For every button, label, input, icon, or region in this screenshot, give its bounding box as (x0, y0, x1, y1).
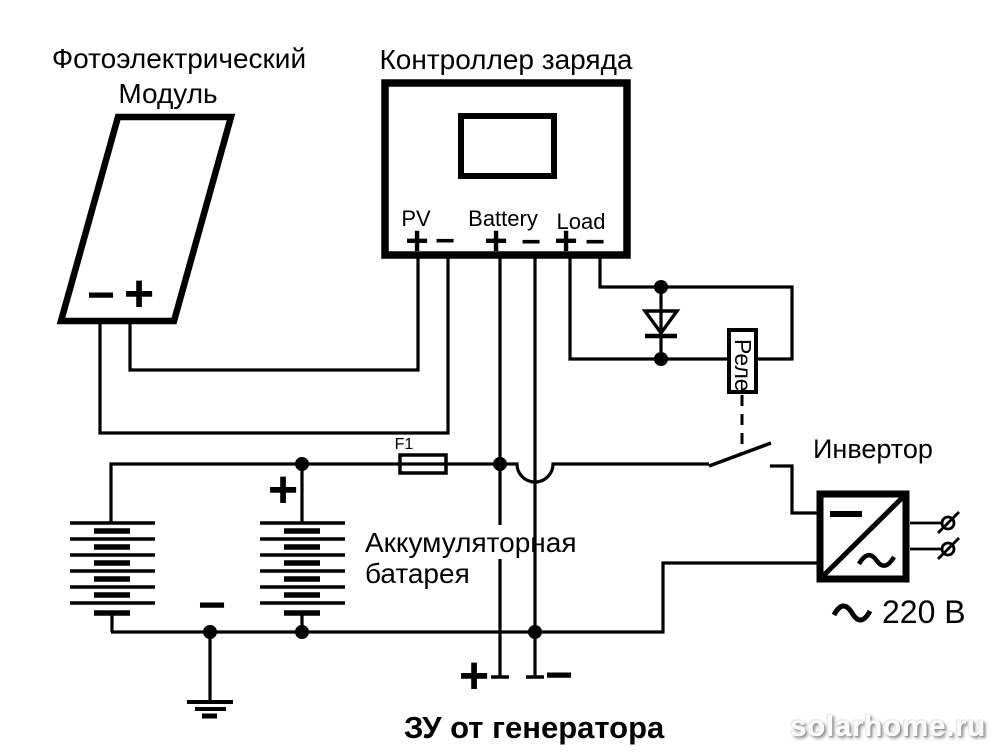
pv-module-outline (56, 113, 236, 325)
inverter-voltage-label: 220 В (882, 594, 966, 630)
fuse-label: F1 (395, 436, 414, 453)
controller-display (458, 113, 557, 179)
wire-inverter-outputs (910, 521, 941, 551)
fuse: F1 (395, 436, 448, 475)
fuse-body (398, 453, 448, 475)
controller-title: Контроллер заряда (379, 44, 632, 75)
pv-module-plus-sign: + (124, 265, 154, 323)
wire-pv-plus (128, 256, 420, 372)
ac-terminal-icon (940, 541, 956, 557)
wire-switch-contact (770, 464, 817, 515)
inverter-label: Инвертор (813, 434, 933, 464)
ac-terminal-slash (937, 511, 960, 534)
battery-bank-plus-sign: + (268, 461, 298, 519)
diode-icon (641, 309, 681, 339)
relay-box (727, 328, 758, 394)
load-minus-terminal: − (585, 223, 605, 261)
inverter-diagonal (821, 495, 905, 578)
wire-pv-minus (98, 256, 450, 435)
pv-plus-terminal: + (405, 219, 428, 263)
charge-controller: Контроллер заряда PV Battery Load + − + … (379, 44, 632, 263)
relay: Реле (727, 328, 758, 394)
battery-plus-terminal: + (484, 219, 507, 263)
diode-triangle (641, 309, 681, 336)
junction-dots (203, 280, 668, 639)
wire-negative-bus (110, 561, 817, 634)
junction-dot (295, 625, 309, 639)
charger-plus-sign: + (459, 647, 489, 705)
wire-load-minus (598, 256, 794, 361)
ac-terminal-slash (937, 537, 960, 560)
controller-pv-label: PV (401, 206, 431, 231)
battery-minus-terminal: − (521, 223, 541, 261)
inverter: Инвертор 220 В (813, 434, 966, 630)
ground-icon (187, 700, 233, 719)
pv-module-title-line1: Фотоэлектрический (52, 43, 306, 74)
relay-switch (708, 395, 772, 468)
switch-blade (708, 441, 772, 468)
battery-right-long-plates (260, 521, 345, 605)
controller-load-label: Load (557, 209, 606, 234)
pv-module-title-line2: Модуль (118, 78, 217, 109)
controller-box (381, 79, 631, 259)
junction-dot (654, 280, 668, 294)
pv-module-minus-sign: − (87, 269, 115, 322)
controller-terminal-signs: + − + − + − (405, 219, 605, 263)
relay-label: Реле (730, 339, 756, 392)
label-backplate (363, 525, 528, 559)
controller-battery-label: Battery (468, 206, 538, 231)
wire-load-plus (568, 256, 727, 361)
ac-tilde-icon (831, 603, 873, 623)
junction-dot (493, 457, 507, 471)
watermark: solarhome.ru (789, 710, 986, 743)
junction-dot (654, 352, 668, 366)
battery-bank: + − Аккумуляторная батарея (70, 461, 576, 632)
wires (98, 256, 941, 701)
wire-positive-bus (109, 462, 709, 523)
pv-minus-terminal: − (435, 222, 455, 260)
ac-terminal-icon (940, 515, 956, 531)
load-plus-terminal: + (554, 219, 577, 263)
battery-left-long-plates (70, 521, 155, 605)
battery-bank-label-line1: Аккумуляторная (365, 527, 576, 558)
charger-minus-sign: − (545, 649, 573, 702)
battery-bank-minus-sign: − (198, 579, 226, 632)
junction-dot (203, 625, 217, 639)
pv-module: − + Фотоэлектрический Модуль (52, 43, 306, 325)
battery-bank-label-line2: батарея (365, 558, 470, 589)
battery-right-short-plates (284, 528, 320, 616)
junction-dot (295, 457, 309, 471)
charger-label: ЗУ от генератора (404, 710, 665, 745)
generator-charger: + − ЗУ от генератора (404, 647, 665, 745)
junction-dot (528, 625, 542, 639)
ac-sine-icon (857, 553, 896, 568)
battery-left-short-plates (94, 528, 130, 616)
ac-terminal-icons (937, 511, 960, 560)
